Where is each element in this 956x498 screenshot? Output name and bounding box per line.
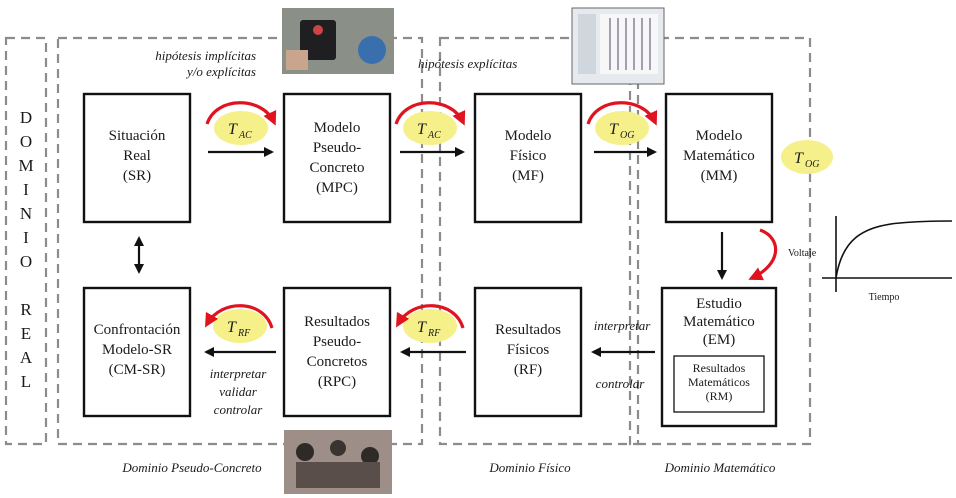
red-arrow-tac-2 [394,101,466,126]
svg-text:D: D [20,108,32,127]
svg-text:T: T [228,121,238,138]
svg-text:Modelo: Modelo [314,120,361,136]
svg-text:AC: AC [427,130,441,141]
transform-tog-2: T OG [781,140,833,174]
domain-fisico-label: Dominio Físico [488,460,571,475]
svg-text:OG: OG [805,159,819,170]
svg-text:Matemático: Matemático [683,314,755,330]
svg-text:(RM): (RM) [706,389,733,403]
domain-fisico-region [438,36,640,446]
svg-text:T: T [227,319,237,336]
svg-text:Modelo: Modelo [505,128,552,144]
label-interpretar-cmsr: interpretar [210,366,268,381]
svg-text:T: T [609,121,619,138]
svg-text:Pseudo-: Pseudo- [313,140,361,156]
svg-text:T: T [417,121,427,138]
domain-pseudo-region [56,36,424,446]
svg-text:N: N [20,204,32,223]
domain-matematico-label: Dominio Matemático [664,460,776,475]
label-controlar-cmsr: controlar [214,402,264,417]
box-modelo-fisico: Modelo Físico (MF) [473,92,583,224]
svg-text:E: E [21,324,31,343]
svg-text:I: I [23,228,29,247]
svg-text:Concretos: Concretos [307,354,368,370]
svg-text:Real: Real [123,148,151,164]
svg-text:Matemáticos: Matemáticos [688,375,750,389]
domain-real-region [4,36,48,446]
svg-text:Físico: Físico [510,148,547,164]
box-resultados-fisicos: Resultados Físicos (RF) [473,286,583,418]
hypothesis-implicit-line2: y/o explícitas [185,64,256,79]
svg-text:I: I [23,180,29,199]
graph-xlabel: Tiempo [869,292,900,303]
svg-text:O: O [20,252,32,271]
box-confrontacion-modelo-sr: Confrontación Modelo-SR (CM-SR) [82,286,192,418]
svg-text:Pseudo-: Pseudo- [313,334,361,350]
box-modelo-matematico: Modelo Matemático (MM) [664,92,774,224]
box-resultados-pseudo-concretos: Resultados Pseudo- Concretos (RPC) [282,286,392,418]
box-situacion-real: Situación Real (SR) [82,92,192,224]
domain-pseudo-label: Dominio Pseudo-Concreto [121,460,262,475]
svg-text:(EM): (EM) [703,332,736,348]
red-arrow-tog-2 [748,228,778,281]
photo-bottom-students [284,430,392,494]
svg-text:Confrontación: Confrontación [94,322,181,338]
svg-text:Resultados: Resultados [693,361,746,375]
svg-text:(SR): (SR) [123,168,151,184]
svg-text:Modelo: Modelo [696,128,743,144]
svg-text:L: L [21,372,31,391]
svg-text:RF: RF [237,328,251,339]
svg-text:Resultados: Resultados [304,314,370,330]
svg-text:Estudio: Estudio [696,296,742,312]
photo-oscilloscope-screen [571,7,665,85]
voltage-time-graph: Voltaje Tiempo [788,216,953,303]
graph-charge-curve [835,220,953,279]
red-arrow-tog-1 [586,101,658,126]
label-validar-cmsr: validar [219,384,257,399]
domain-matematico-region [628,36,812,446]
svg-text:RF: RF [427,328,441,339]
domain-real-label: D O M I N I O R E A L [18,108,33,391]
svg-text:OG: OG [620,130,634,141]
svg-text:T: T [794,150,804,167]
svg-text:A: A [20,348,33,367]
red-arrow-tac-1 [205,101,277,126]
transform-tac-2: T AC [403,111,457,145]
hypothesis-implicit-line1: hipótesis implícitas [155,48,256,63]
box-resultados-matematicos: Resultados Matemáticos (RM) [673,355,765,413]
svg-text:M: M [18,156,33,175]
svg-text:(MM): (MM) [701,168,738,184]
svg-text:Físicos: Físicos [507,342,550,358]
red-arrow-trf-2 [395,304,465,329]
hypothesis-explicit: hipótesis explícitas [418,56,517,71]
svg-text:O: O [20,132,32,151]
graph-ylabel: Voltaje [788,248,817,259]
red-arrow-trf-1 [204,304,274,329]
svg-text:T: T [417,319,427,336]
label-interpretar-em-rf: interpretar [594,318,652,333]
svg-text:Matemático: Matemático [683,148,755,164]
photo-top-experiment [282,8,394,74]
svg-text:(MPC): (MPC) [316,180,358,196]
svg-text:AC: AC [238,130,252,141]
box-modelo-pseudo-concreto: Modelo Pseudo- Concreto (MPC) [282,92,392,224]
svg-text:(CM-SR): (CM-SR) [109,362,166,378]
svg-text:(RPC): (RPC) [318,374,356,390]
label-controlar-em-rf: controlar [596,376,646,391]
svg-text:R: R [20,300,32,319]
svg-text:Concreto: Concreto [310,160,365,176]
transform-trf-2: T RF [403,309,457,343]
svg-text:(MF): (MF) [512,168,544,184]
transform-tac-1: T AC [214,111,268,145]
svg-text:Situación: Situación [109,128,166,144]
transform-tog-1: T OG [595,111,649,145]
svg-text:(RF): (RF) [514,362,542,378]
transform-trf-1: T RF [213,309,267,343]
svg-text:Resultados: Resultados [495,322,561,338]
svg-text:Modelo-SR: Modelo-SR [102,342,172,358]
